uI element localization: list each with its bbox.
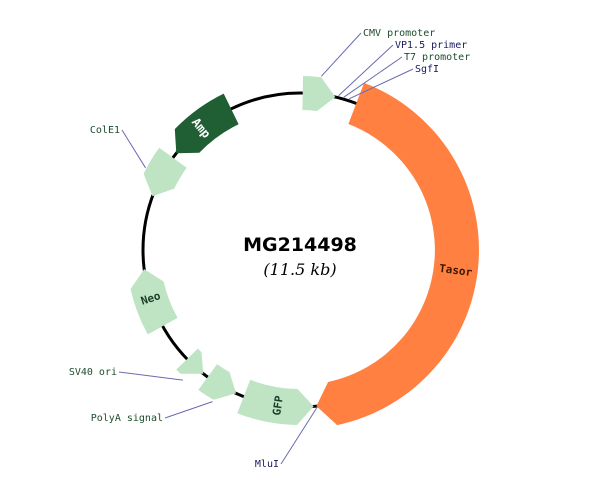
t7-leader-line <box>343 56 403 98</box>
polya-label: PolyA signal <box>91 413 163 424</box>
sv40-leader-line <box>118 371 183 381</box>
vp15-label: VP1.5 primer <box>395 40 467 51</box>
cole1-leader-line <box>121 129 146 169</box>
neo-feature-label: Neo <box>139 289 162 308</box>
mlui-leader-line <box>280 407 318 465</box>
plasmid-name: MG214498 <box>243 234 357 256</box>
cmv-feature-arrow <box>302 76 336 111</box>
cmv-label: CMV promoter <box>363 28 435 39</box>
tasor-feature-label: Tasor <box>438 262 473 279</box>
tasor-feature-arrow <box>316 82 479 426</box>
mlui-label: MluI <box>255 459 279 470</box>
sgfi-label: SgfI <box>415 64 439 75</box>
amp-feature-arrow <box>174 93 239 154</box>
sv40-label: SV40 ori <box>69 367 117 378</box>
plasmid-size: (11.5 kb) <box>263 260 336 279</box>
gfp-feature-arrow <box>237 379 314 425</box>
sgfi-leader-line <box>348 68 414 100</box>
polya-leader-line <box>164 401 213 419</box>
cmv-leader-line <box>320 32 362 77</box>
polya-feature-arrow <box>198 364 237 400</box>
neo-feature-arrow <box>130 269 178 335</box>
t7-label: T7 promoter <box>404 52 470 63</box>
cole1-label: ColE1 <box>90 125 120 136</box>
gfp-feature-label: GFP <box>270 394 286 416</box>
cole1-feature-arrow <box>143 147 187 197</box>
vp15-leader-line <box>338 44 394 97</box>
sv40-feature-arrow <box>176 348 204 374</box>
